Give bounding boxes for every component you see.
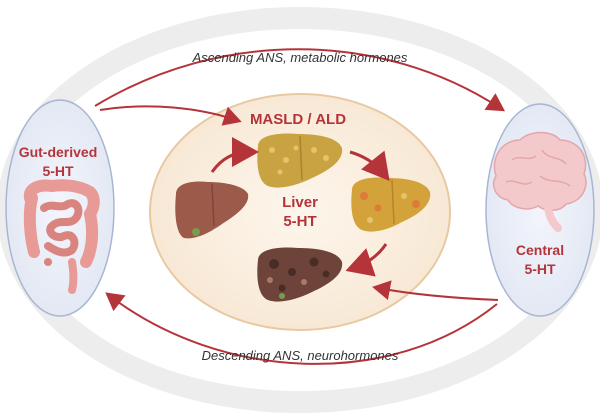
- descending-arrow: [105, 292, 498, 365]
- gut-label-line2: 5-HT: [42, 163, 74, 179]
- healthy-liver-icon: [175, 181, 249, 239]
- liver-label-line2: 5-HT: [283, 213, 316, 230]
- gut-label-line1: Gut-derived: [19, 144, 98, 160]
- ascending-arrow: [94, 48, 506, 112]
- inflamed-liver-icon: [351, 177, 431, 232]
- disease-label: MASLD / ALD: [250, 111, 346, 128]
- ascending-label: Ascending ANS, metabolic hormones: [192, 50, 408, 65]
- central-label-line1: Central: [516, 242, 564, 258]
- progression-arrow-2: [349, 150, 390, 182]
- gut-to-liver-arrow: [99, 105, 242, 126]
- cirrhotic-liver-icon: [257, 247, 343, 302]
- brain-icon: [492, 131, 587, 232]
- liver-label-line1: Liver: [282, 194, 318, 211]
- progression-arrow-1: [210, 137, 259, 173]
- progression-arrow-3: [345, 243, 388, 277]
- fatty-liver-icon: [257, 133, 343, 188]
- brain-to-liver-arrow: [372, 280, 499, 301]
- descending-label: Descending ANS, neurohormones: [202, 348, 399, 363]
- intestine-icon: [23, 179, 100, 294]
- central-label-line2: 5-HT: [524, 261, 556, 277]
